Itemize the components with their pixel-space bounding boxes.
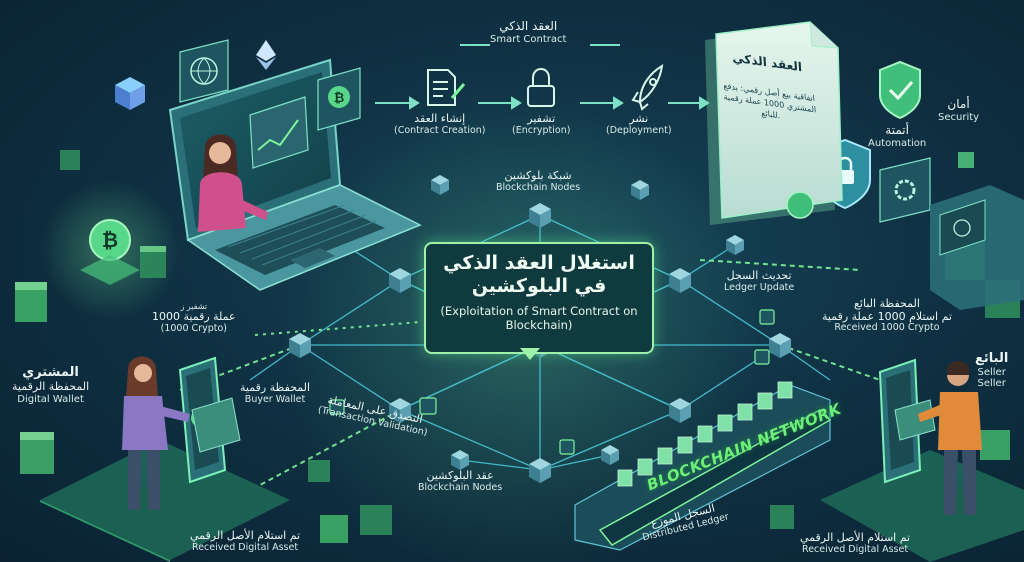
step-encryption: تشفير (Encryption): [512, 112, 571, 136]
received-asset-right-label: تم استلام الأصل الرقمي Received Digital …: [800, 531, 911, 555]
automation-label: أتمتة Automation: [868, 123, 927, 149]
svg-text:₿: ₿: [102, 228, 118, 252]
contract-document-body: اتفاقية بيع أصل رقمي: يدفع المشتري 1000 …: [723, 81, 817, 120]
buyer-platform: [40, 356, 290, 562]
data-flow-lines: [179, 259, 881, 486]
ethereum-icon: [256, 40, 276, 70]
floating-cube-icon: [115, 77, 145, 110]
ledger-update-label: تحديث السجل Ledger Update: [724, 269, 795, 293]
buyer-label: المشتري المحفظة الرقمية Digital Wallet: [12, 365, 90, 405]
title-callout-tail: [520, 348, 540, 360]
title-callout: استغلال العقد الذكي في البلوكشين (Exploi…: [424, 242, 654, 354]
contract-document-title: العقد الذكي: [731, 50, 803, 75]
blockchain-nodes-top-label: شبكة بلوكشين Blockchain Nodes: [496, 169, 581, 193]
floating-chart-panel: [249, 96, 309, 169]
server-stack: [930, 185, 1024, 310]
received-asset-left-label: تم استلام الأصل الرقمي Received Digital …: [190, 529, 301, 553]
smart-contract-label: العقد الذكي Smart Contract: [490, 19, 567, 45]
rocket-icon: [631, 64, 664, 111]
title-line-1: استغلال العقد الذكي: [443, 252, 635, 274]
woman-at-laptop-illustration: [198, 134, 268, 232]
security-label: أمان Security: [938, 97, 980, 123]
document-pen-icon: [427, 69, 466, 106]
automation-gear-icon: [879, 157, 931, 223]
title-line-2: في البلوكشين: [471, 274, 607, 297]
title-english: (Exploitation of Smart Contract on Block…: [440, 303, 638, 332]
padlock-icon: [527, 68, 555, 107]
buyer-wallet-label: المحفظة رقمية Buyer Wallet: [240, 381, 310, 405]
process-arrows: [375, 44, 710, 110]
floating-globe-panel: [179, 39, 229, 103]
seller-person-illustration: [918, 361, 982, 515]
step-deployment: نشر (Deployment): [606, 112, 672, 136]
step-contract-creation: إنشاء العقد (Contract Creation): [394, 112, 486, 136]
bitcoin-coin-icon: ₿: [80, 219, 140, 285]
contract-document: العقد الذكي اتفاقية بيع أصل رقمي: يدفع ا…: [706, 21, 836, 218]
seller-wallet-label: المحفظة البائع تم استلام 1000 عملة رقمية…: [822, 297, 952, 334]
seller-label: البائع Seller Seller: [975, 351, 1009, 390]
contract-document-paper: [705, 21, 843, 225]
buyer-person-illustration: [122, 356, 190, 510]
distributed-ledger-blocks: [574, 381, 832, 551]
floating-bitcoin-panel: ₿: [317, 67, 361, 131]
shield-check-icon: [879, 60, 921, 120]
svg-text:₿: ₿: [334, 91, 345, 106]
blockchain-nodes-bottom-label: عقد البلوكشين Blockchain Nodes: [418, 469, 503, 493]
transaction-token-icons: [329, 309, 775, 455]
send-amount-label: تشفير ز 1000 عملة رقمية (1000 Crypto): [152, 302, 236, 334]
